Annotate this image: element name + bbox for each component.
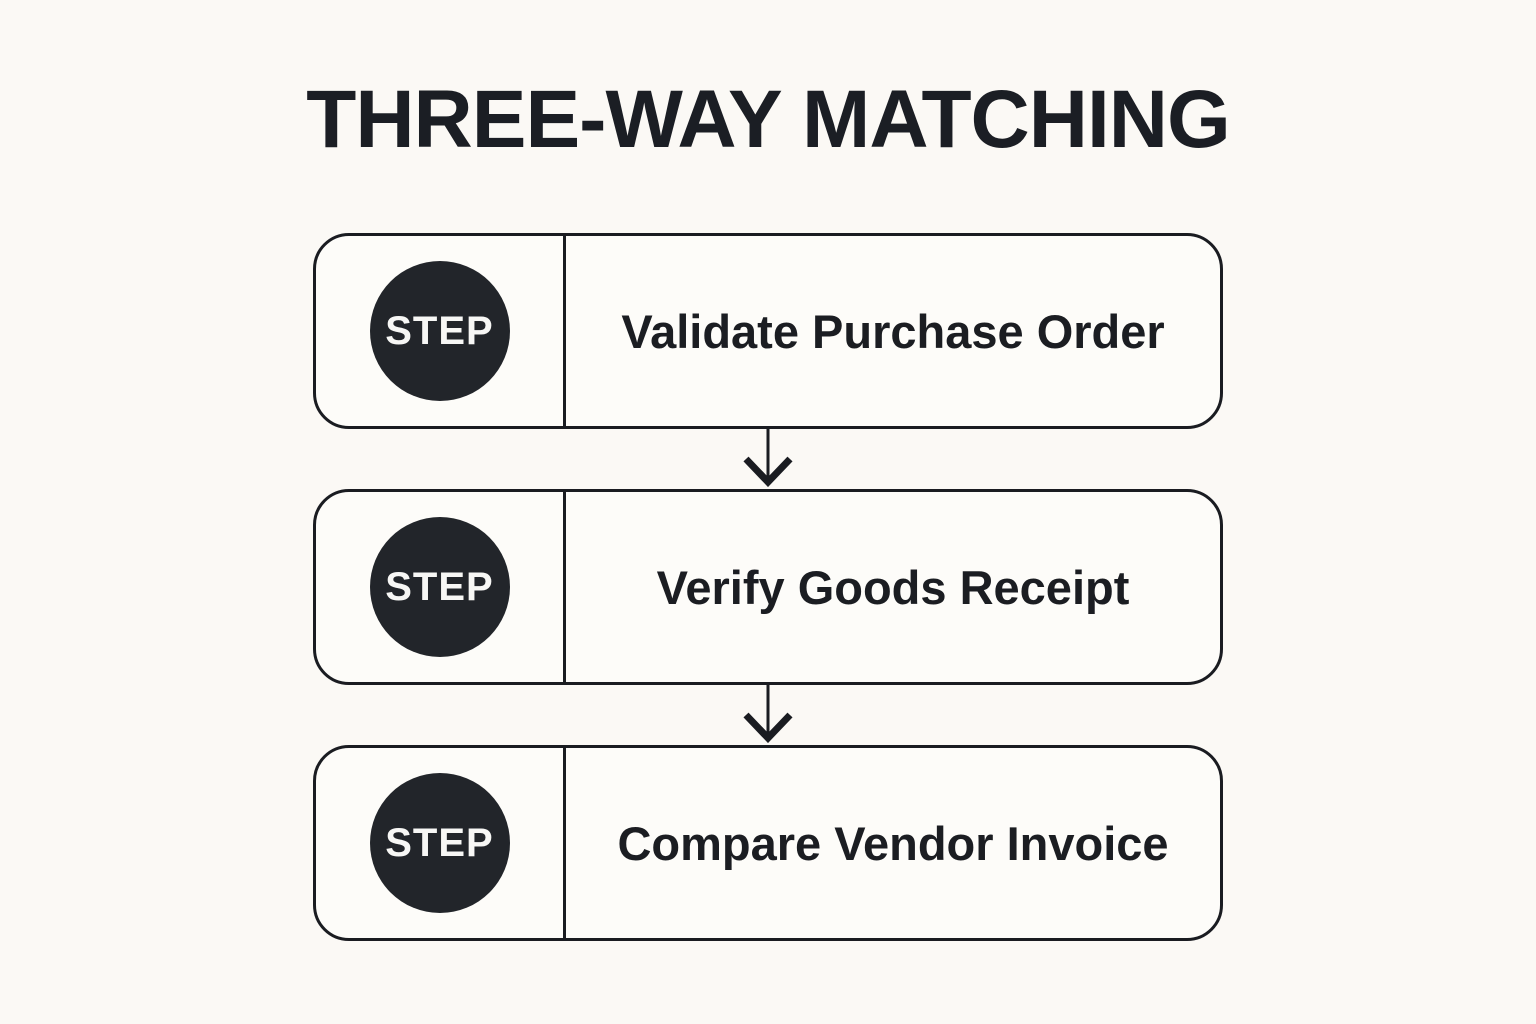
page-title: THREE-WAY MATCHING xyxy=(306,74,1231,165)
connector-1 xyxy=(313,429,1223,489)
step-box-3: STEP Compare Vendor Invoice xyxy=(313,745,1223,941)
step-badge-cell-3: STEP xyxy=(316,748,566,938)
step-label-cell-3: Compare Vendor Invoice xyxy=(566,748,1220,938)
flow-diagram: STEP Validate Purchase Order STEP Verify… xyxy=(313,233,1223,941)
step-label-2: Verify Goods Receipt xyxy=(656,560,1130,614)
step-badge-1: STEP xyxy=(369,261,510,401)
step-label-1: Validate Purchase Order xyxy=(621,304,1165,358)
step-label-3: Compare Vendor Invoice xyxy=(617,816,1169,870)
step-label-cell-1: Validate Purchase Order xyxy=(566,236,1220,426)
arrow-down-icon xyxy=(743,712,793,743)
connector-2 xyxy=(313,685,1223,745)
step-box-2: STEP Verify Goods Receipt xyxy=(313,489,1223,685)
step-badge-2: STEP xyxy=(369,517,510,657)
step-box-1: STEP Validate Purchase Order xyxy=(313,233,1223,429)
arrow-stem xyxy=(766,685,770,739)
arrow-down-icon xyxy=(743,456,793,487)
step-badge-cell-2: STEP xyxy=(316,492,566,682)
arrow-stem xyxy=(766,429,770,483)
step-badge-cell-1: STEP xyxy=(316,236,566,426)
step-badge-3: STEP xyxy=(369,773,510,913)
step-label-cell-2: Verify Goods Receipt xyxy=(566,492,1220,682)
